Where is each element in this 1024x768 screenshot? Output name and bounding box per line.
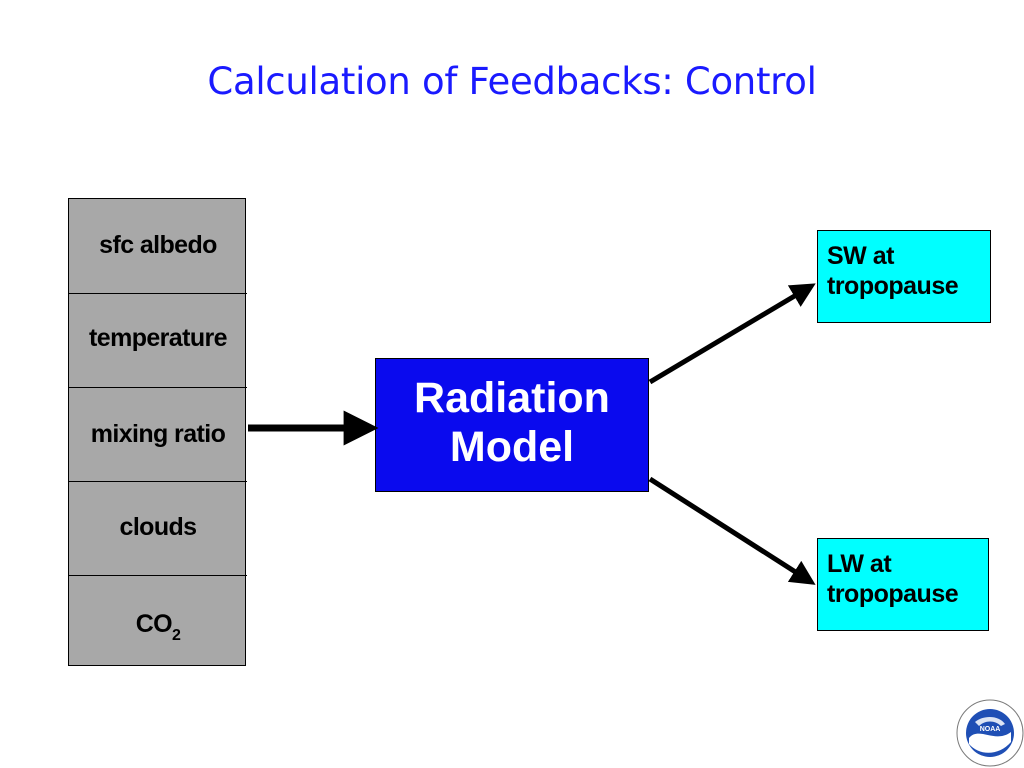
input-co2-label: CO2	[136, 610, 181, 669]
sw-output-box: SW at tropopause	[817, 230, 991, 323]
radiation-model-box: Radiation Model	[375, 358, 649, 492]
input-sfc-albedo: sfc albedo	[69, 199, 247, 293]
co2-base-text: CO	[135, 610, 173, 638]
lw-output-line2: tropopause	[827, 580, 959, 608]
arrow-model-to-sw	[648, 283, 816, 385]
input-clouds: clouds	[69, 481, 247, 575]
input-temperature: temperature	[69, 293, 247, 387]
input-mixing-ratio-label: mixing ratio	[90, 420, 226, 448]
model-label-line2: Model	[449, 423, 575, 471]
co2-subscript: 2	[172, 627, 181, 644]
noaa-logo-icon: NOAA	[956, 699, 1024, 767]
input-sfc-albedo-label: sfc albedo	[99, 231, 217, 259]
lw-output-line1: LW at	[827, 550, 892, 578]
lw-output-box: LW at tropopause	[817, 538, 989, 631]
input-mixing-ratio: mixing ratio	[69, 387, 247, 481]
sw-output-line1: SW at	[827, 242, 894, 270]
input-co2: CO2	[69, 575, 247, 669]
input-temperature-label: temperature	[89, 324, 228, 352]
sw-output-line2: tropopause	[827, 272, 959, 300]
slide-title: Calculation of Feedbacks: Control	[207, 60, 817, 103]
input-variables-stack: sfc albedo temperature mixing ratio clou…	[68, 198, 247, 669]
model-label-line1: Radiation	[414, 374, 610, 422]
noaa-logo-text: NOAA	[980, 726, 1001, 733]
input-clouds-label: clouds	[119, 513, 198, 541]
arrow-model-to-lw	[648, 476, 816, 585]
